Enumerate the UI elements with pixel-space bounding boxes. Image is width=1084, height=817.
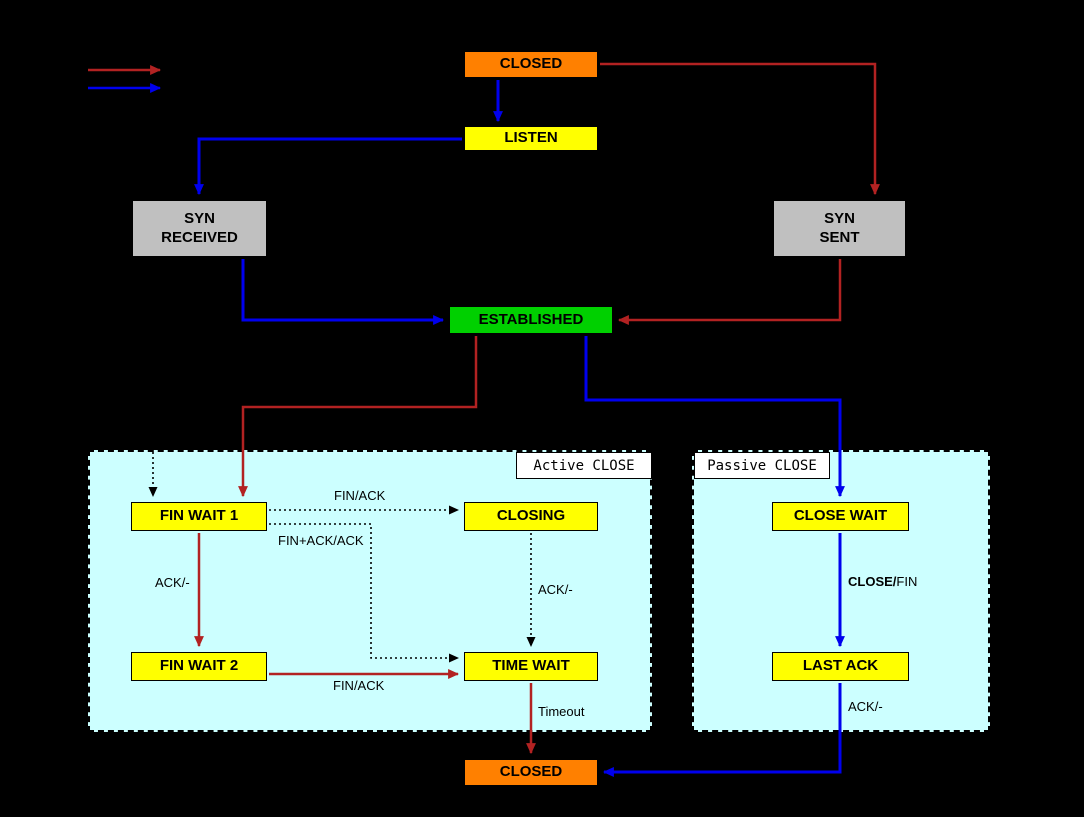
active-close-label-text: Active CLOSE: [533, 457, 635, 474]
edge-listen-to-syn-received: [194, 137, 462, 196]
state-closed-bottom: CLOSED: [464, 759, 598, 786]
state-listen: LISTEN: [464, 126, 598, 151]
state-closing: CLOSING: [464, 502, 598, 531]
edge-label-fin-ack-bottom: FIN/ACK: [333, 678, 385, 693]
state-label: FIN WAIT 1: [159, 507, 239, 525]
edge-label-ack-mid: ACK/-: [538, 582, 573, 597]
state-label: CLOSING: [496, 507, 566, 525]
state-label-line1: SYN: [824, 209, 855, 227]
edge-syn-received-to-established: [241, 259, 445, 325]
state-label-line1: SYN: [184, 209, 215, 227]
edge-label-timeout: Timeout: [538, 704, 585, 719]
state-label: CLOSE WAIT: [793, 507, 888, 525]
state-label-line2: SENT: [819, 228, 860, 246]
state-established: ESTABLISHED: [449, 306, 613, 334]
state-syn-sent: SYN SENT: [773, 200, 906, 257]
state-closed-top: CLOSED: [464, 51, 598, 78]
edge-label-close-fin-bold: CLOSE/: [848, 574, 897, 589]
state-close-wait: CLOSE WAIT: [772, 502, 909, 531]
passive-close-label-text: Passive CLOSE: [707, 457, 817, 474]
state-label: FIN WAIT 2: [159, 657, 239, 675]
edge-label-ack-right: ACK/-: [848, 699, 883, 714]
state-label: ESTABLISHED: [478, 310, 584, 328]
edge-label-fin-ack-top: FIN/ACK: [334, 488, 386, 503]
passive-close-label: Passive CLOSE: [694, 452, 830, 479]
edge-label-close-fin: CLOSE/FIN: [848, 574, 917, 589]
passive-close-region: [692, 450, 990, 732]
state-last-ack: LAST ACK: [772, 652, 909, 681]
state-syn-received: SYN RECEIVED: [132, 200, 267, 257]
state-time-wait: TIME WAIT: [464, 652, 598, 681]
state-label-line2: RECEIVED: [161, 228, 238, 246]
edge-label-fin-ack-ack: FIN+ACK/ACK: [278, 533, 364, 548]
state-fin-wait-2: FIN WAIT 2: [131, 652, 267, 681]
state-label: CLOSED: [499, 55, 563, 73]
edge-label-close-fin-rest: FIN: [896, 574, 918, 589]
edge-syn-sent-to-established: [617, 259, 842, 325]
state-label: LISTEN: [504, 129, 558, 147]
active-close-label: Active CLOSE: [516, 452, 652, 479]
state-fin-wait-1: FIN WAIT 1: [131, 502, 267, 531]
state-label: CLOSED: [499, 763, 563, 781]
state-label: LAST ACK: [802, 657, 879, 675]
state-label: TIME WAIT: [492, 657, 570, 675]
edge-label-ack-left: ACK/-: [155, 575, 190, 590]
edge-closed-to-syn-sent: [600, 62, 880, 196]
